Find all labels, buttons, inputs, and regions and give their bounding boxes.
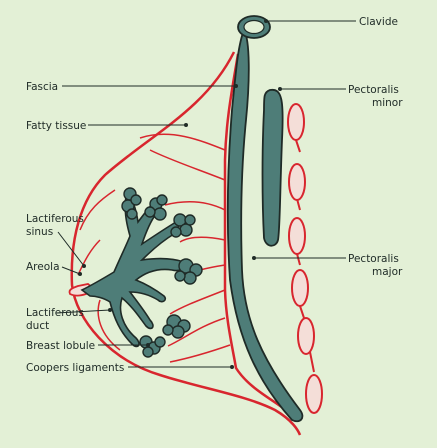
lobule-lower-left	[139, 335, 166, 358]
clavicle-bone-center	[243, 19, 265, 35]
label-lactiferous-duct-line1: Lactiferous	[26, 307, 84, 319]
label-lactiferous-sinus-line2: sinus	[26, 226, 53, 238]
label-pectoralis-major-line1: Pectoralis	[348, 253, 399, 265]
label-pectoralis-minor-line1: Pectoralis	[348, 84, 399, 96]
leader-lines	[55, 20, 356, 368]
lobule-upper-left	[121, 187, 142, 220]
label-lactiferous-sinus-line1: Lactiferous	[26, 213, 84, 225]
lobule-upper-right	[170, 213, 196, 238]
label-pectoralis-major-line2: major	[372, 266, 403, 278]
label-clavicle: Clavide	[359, 16, 398, 28]
label-lactiferous-duct-line2: duct	[26, 320, 49, 332]
fascia-line	[223, 53, 293, 416]
lobule-upper-mid	[144, 194, 168, 221]
lobule-lower-mid	[162, 314, 191, 339]
label-fatty-tissue: Fatty tissue	[26, 120, 86, 132]
rib-chain	[287, 103, 323, 414]
lobule-middle-right	[174, 258, 203, 285]
breast-lobules	[121, 187, 203, 358]
pectoralis-major-muscle	[226, 27, 304, 423]
leader-dots	[78, 19, 282, 369]
label-coopers-ligaments: Coopers ligaments	[26, 362, 124, 374]
label-fascia: Fascia	[26, 81, 58, 93]
label-breast-lobule: Breast lobule	[26, 340, 95, 352]
label-pectoralis-minor-line2: minor	[372, 97, 403, 109]
pectoralis-minor-muscle	[261, 88, 284, 247]
label-areola: Areola	[26, 261, 60, 273]
